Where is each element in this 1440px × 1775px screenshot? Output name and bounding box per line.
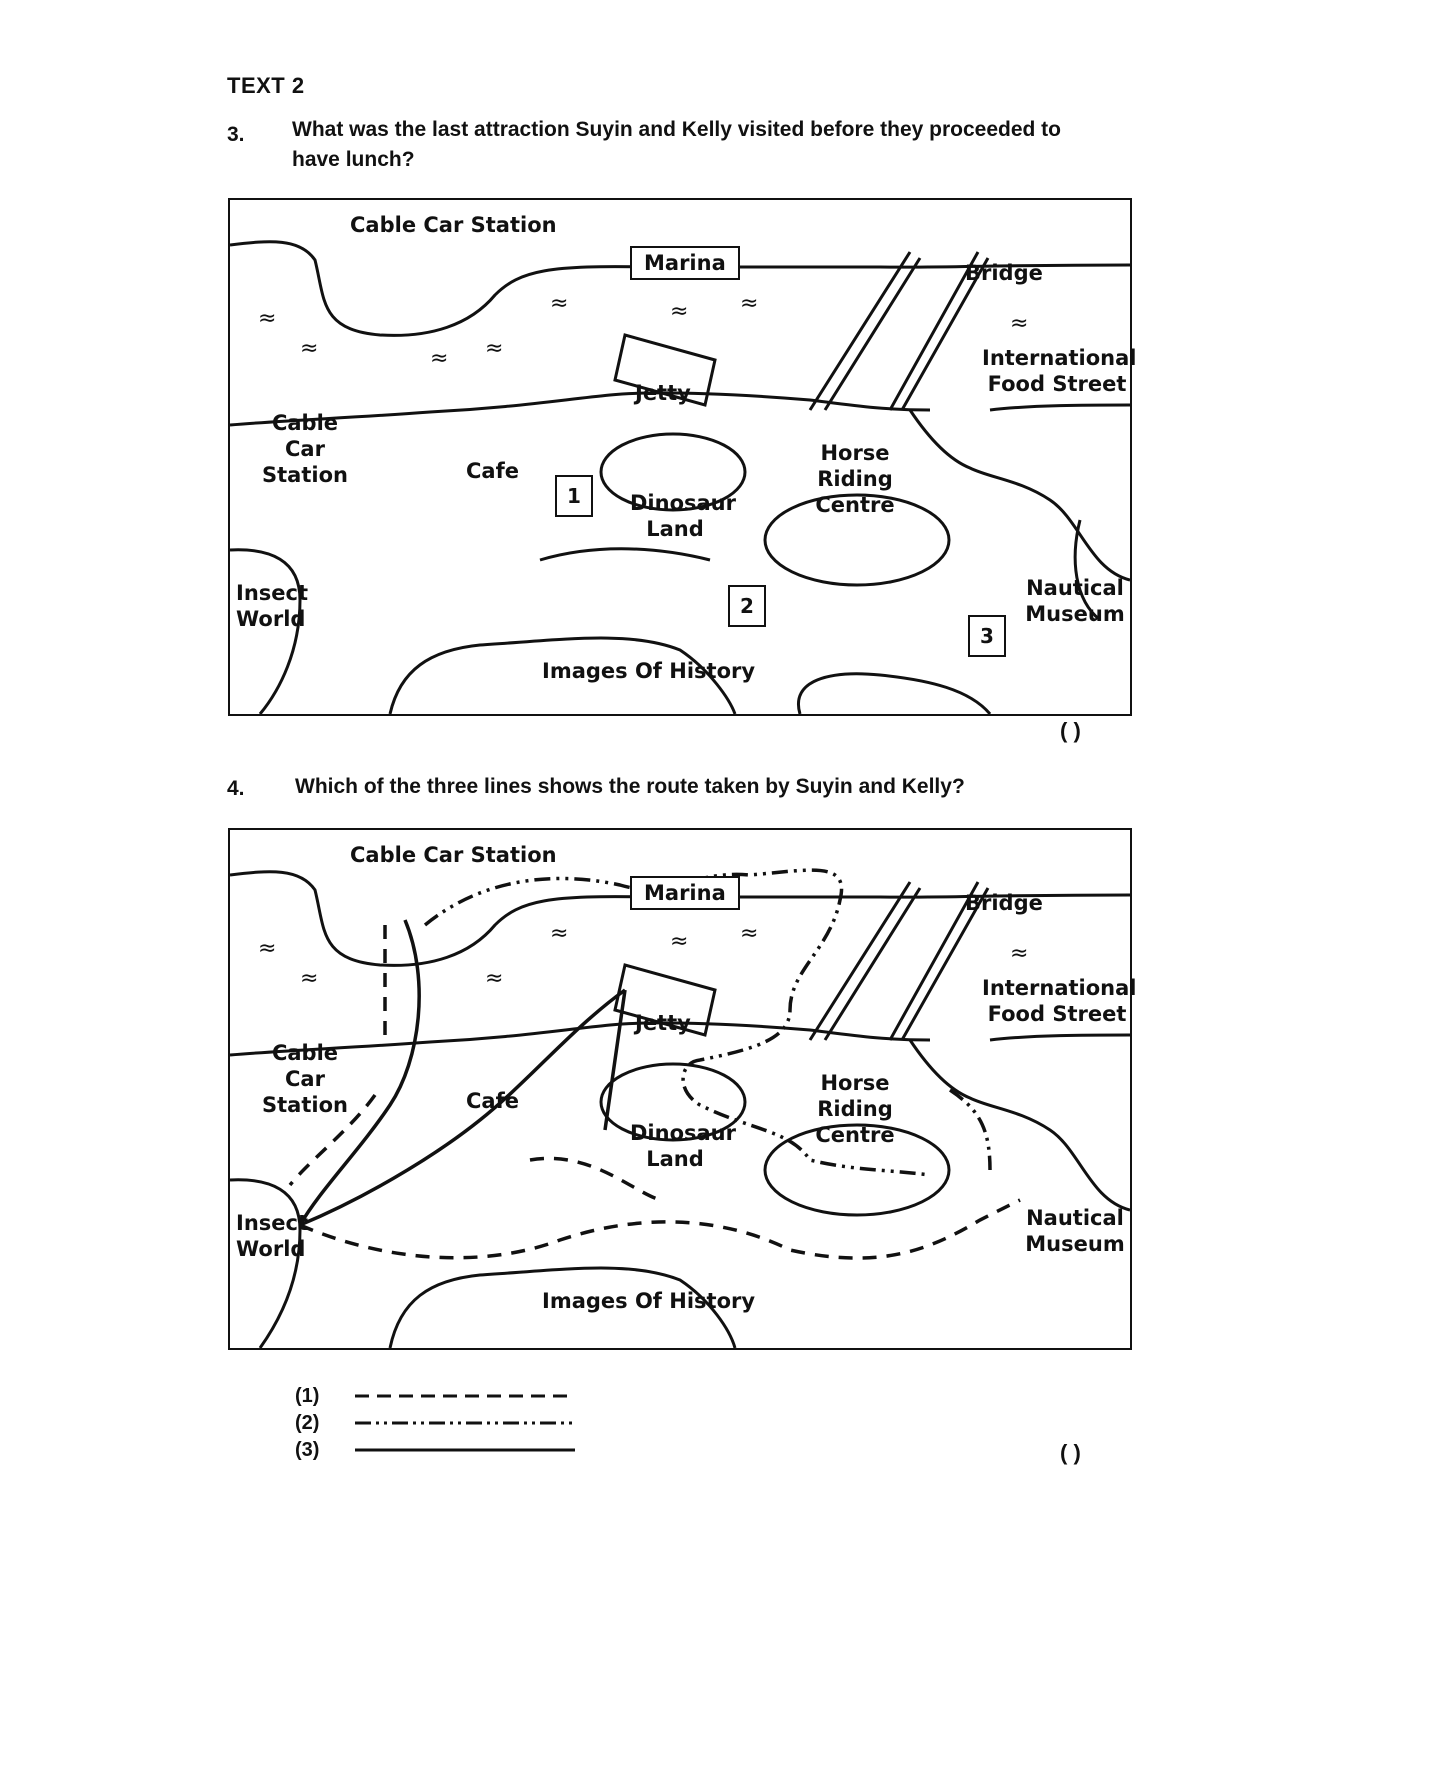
map-question-3: ≈ ≈ ≈ ≈ ≈ ≈ ≈ ≈ Cable Car Station Marina… — [228, 198, 1137, 716]
cable-car-station-left-label: Cable Car Station — [262, 1041, 348, 1117]
svg-text:≈: ≈ — [485, 966, 503, 991]
svg-text:≈: ≈ — [485, 336, 503, 361]
cafe-label: Cafe — [466, 459, 519, 483]
svg-text:≈: ≈ — [550, 921, 568, 946]
svg-text:≈: ≈ — [300, 336, 318, 361]
svg-text:≈: ≈ — [670, 299, 688, 324]
marker-1: 1 — [555, 475, 593, 517]
marker-3: 3 — [968, 615, 1006, 657]
svg-text:≈: ≈ — [740, 921, 758, 946]
option-3-label: (3) — [295, 1439, 320, 1461]
nautical-museum-label: Nautical Museum — [1025, 1206, 1125, 1256]
international-food-street-label: International Food Street — [982, 346, 1137, 396]
map-route-drawing: ≈ ≈ ≈ ≈ ≈ ≈ ≈ — [230, 868, 1130, 1348]
horse-riding-centre-label: Horse Riding Centre — [815, 1071, 895, 1147]
nautical-museum-label: Nautical Museum — [1025, 576, 1125, 626]
cafe-label: Cafe — [466, 1089, 519, 1113]
question-4-number: 4. — [227, 777, 245, 800]
cable-car-station-left-label: Cable Car Station — [262, 411, 348, 487]
option-2-label: (2) — [295, 1412, 320, 1434]
question-3-text: What was the last attraction Suyin and K… — [292, 118, 1062, 171]
svg-text:≈: ≈ — [740, 291, 758, 316]
svg-text:≈: ≈ — [670, 929, 688, 954]
marina-label: Marina — [630, 876, 740, 910]
dinosaur-land-label: Dinosaur Land — [630, 1121, 736, 1171]
svg-text:≈: ≈ — [258, 306, 276, 331]
dinosaur-land-label: Dinosaur Land — [630, 491, 736, 541]
svg-text:≈: ≈ — [1010, 311, 1028, 336]
svg-text:≈: ≈ — [430, 346, 448, 371]
marina-label: Marina — [630, 246, 740, 280]
question-4-text: Which of the three lines shows the route… — [295, 775, 965, 798]
jetty-label: Jetty — [635, 381, 691, 405]
question-3-answer-bracket: ( ) — [1060, 718, 1081, 743]
cable-car-station-top-label: Cable Car Station — [350, 213, 557, 237]
section-heading: TEXT 2 — [227, 73, 305, 98]
international-food-street-label: International Food Street — [982, 976, 1137, 1026]
bridge-label: Bridge — [965, 891, 1043, 915]
option-line-samples — [355, 1394, 575, 1452]
jetty-label: Jetty — [635, 1011, 691, 1035]
question-3-number: 3. — [227, 123, 245, 146]
marker-2: 2 — [728, 585, 766, 627]
svg-text:≈: ≈ — [258, 936, 276, 961]
cable-car-station-top-label: Cable Car Station — [350, 843, 557, 867]
option-1-label: (1) — [295, 1385, 320, 1407]
insect-world-label: Insect World — [236, 1211, 308, 1261]
map-drawing: ≈ ≈ ≈ ≈ ≈ ≈ ≈ ≈ — [230, 240, 1130, 714]
images-of-history-label: Images Of History — [542, 1289, 756, 1313]
map-question-4: ≈ ≈ ≈ ≈ ≈ ≈ ≈ Cable Car Station Marina B… — [228, 828, 1137, 1350]
question-4-answer-bracket: ( ) — [1060, 1440, 1081, 1465]
svg-text:≈: ≈ — [550, 291, 568, 316]
svg-text:≈: ≈ — [1010, 941, 1028, 966]
insect-world-label: Insect World — [236, 581, 308, 631]
horse-riding-centre-label: Horse Riding Centre — [815, 441, 895, 517]
svg-text:≈: ≈ — [300, 966, 318, 991]
bridge-label: Bridge — [965, 261, 1043, 285]
images-of-history-label: Images Of History — [542, 659, 756, 683]
